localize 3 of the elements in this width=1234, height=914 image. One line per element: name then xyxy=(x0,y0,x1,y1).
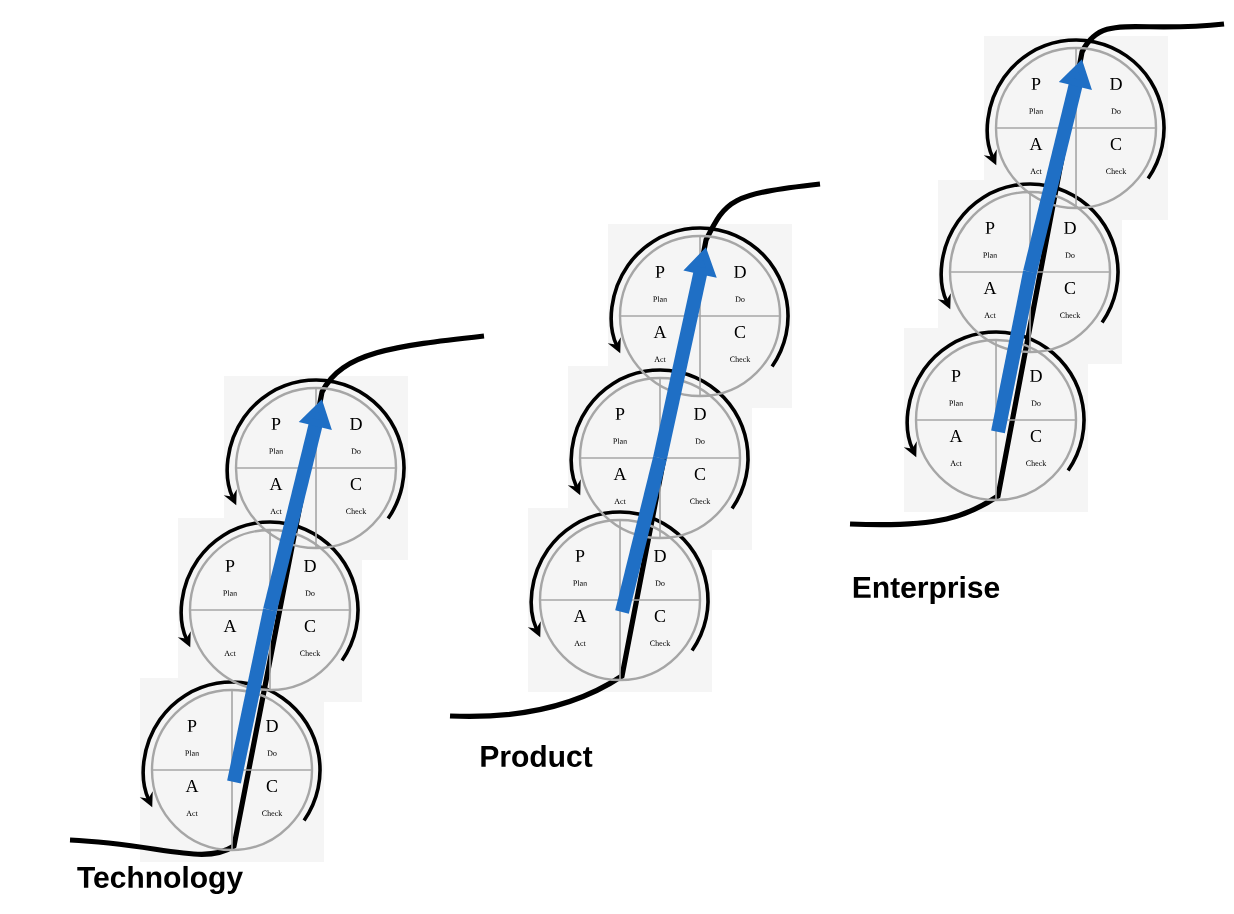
stack-label: Enterprise xyxy=(853,576,1000,604)
stack-label: Product xyxy=(481,745,593,767)
stack-label: Technology xyxy=(77,865,243,895)
